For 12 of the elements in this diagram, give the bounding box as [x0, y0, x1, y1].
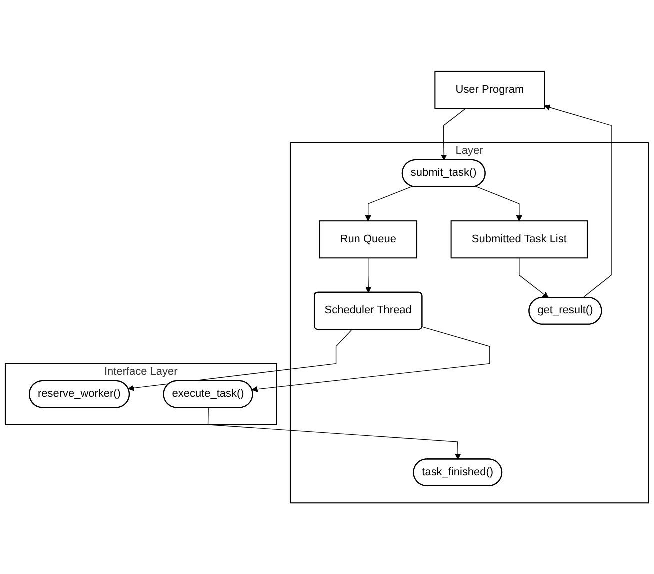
arrow — [441, 108, 466, 160]
arrow — [208, 407, 462, 460]
node-box: Submitted Task List — [450, 220, 588, 258]
arrow — [128, 329, 352, 391]
arrow — [519, 257, 549, 298]
arrow — [365, 186, 413, 222]
arrow — [544, 104, 612, 298]
node-box: User Program — [434, 70, 546, 109]
arrow — [252, 326, 490, 392]
node-box: Run Queue — [319, 220, 418, 258]
arrow — [366, 257, 372, 293]
arrow — [476, 186, 522, 222]
